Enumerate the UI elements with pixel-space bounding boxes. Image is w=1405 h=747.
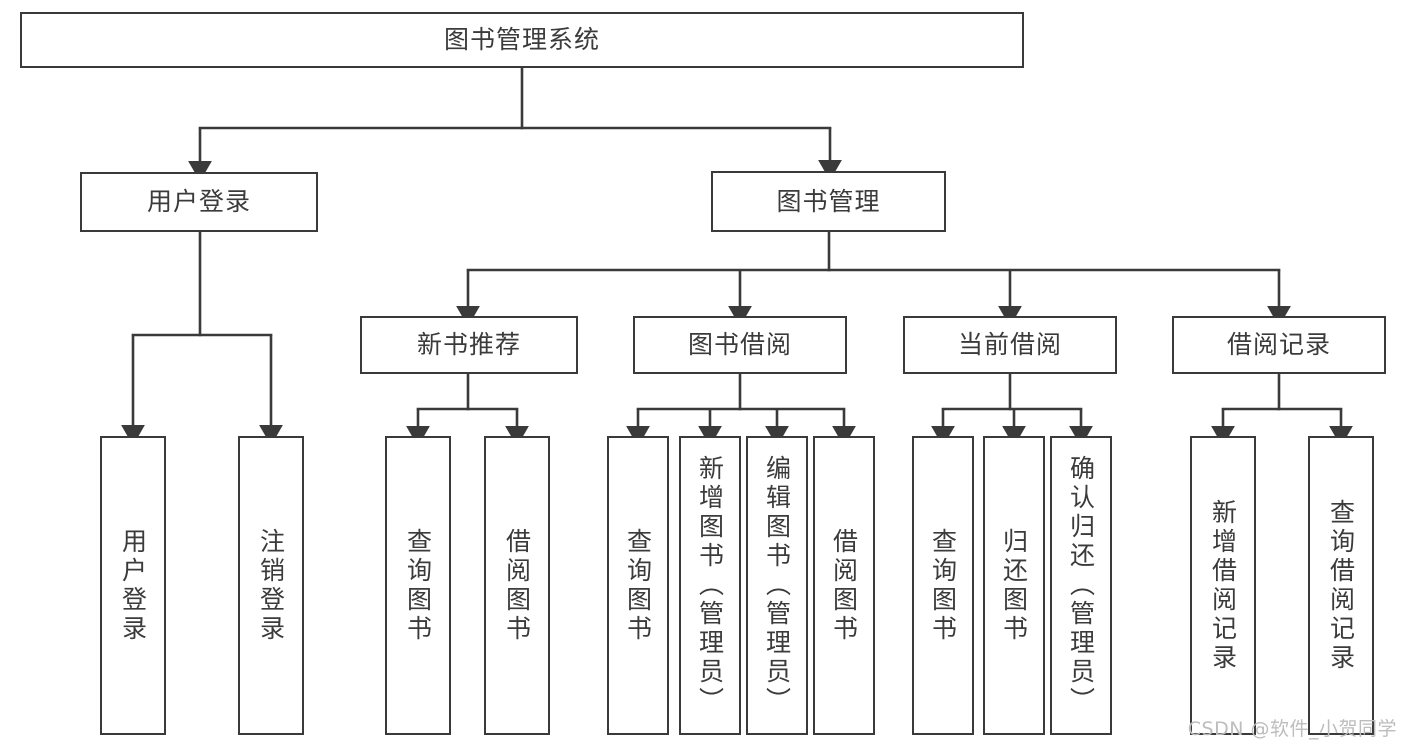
node-leaf-borrow-book-2-label: 借阅图书 (829, 527, 859, 644)
watermark: CSDN @软件_小贺同学 (1187, 718, 1397, 740)
node-borrow-record[interactable]: 借阅记录 (1172, 316, 1386, 374)
node-leaf-add-record[interactable]: 新增借阅记录 (1190, 436, 1256, 735)
node-leaf-query-book-1-label: 查询图书 (403, 527, 433, 644)
node-leaf-borrow-book-1-label: 借阅图书 (502, 527, 532, 644)
node-new-book-recommend-label: 新书推荐 (416, 330, 521, 360)
node-leaf-confirm-return-label: 确认归还（管理员） (1066, 455, 1096, 716)
node-borrow-record-label: 借阅记录 (1226, 330, 1331, 360)
node-book-manage[interactable]: 图书管理 (711, 171, 946, 232)
node-leaf-confirm-return[interactable]: 确认归还（管理员） (1050, 436, 1112, 735)
node-current-borrow[interactable]: 当前借阅 (903, 316, 1117, 374)
node-leaf-add-book-label: 新增图书（管理员） (695, 455, 725, 716)
node-leaf-query-book-2-label: 查询图书 (623, 527, 653, 644)
node-user-login-label: 用户登录 (146, 187, 251, 217)
node-leaf-user-login[interactable]: 用户登录 (100, 436, 166, 735)
node-book-manage-label: 图书管理 (776, 186, 881, 216)
node-leaf-add-book[interactable]: 新增图书（管理员） (679, 436, 741, 735)
node-root[interactable]: 图书管理系统 (20, 12, 1024, 68)
node-leaf-query-book-3-label: 查询图书 (928, 527, 958, 644)
node-root-label: 图书管理系统 (443, 25, 600, 55)
node-leaf-logout-label: 注销登录 (256, 527, 286, 644)
node-user-login[interactable]: 用户登录 (80, 172, 318, 232)
node-leaf-logout[interactable]: 注销登录 (238, 436, 304, 735)
node-leaf-user-login-label: 用户登录 (118, 527, 148, 644)
node-current-borrow-label: 当前借阅 (957, 330, 1062, 360)
node-leaf-borrow-book-1[interactable]: 借阅图书 (484, 436, 550, 735)
node-leaf-query-record[interactable]: 查询借阅记录 (1308, 436, 1374, 735)
node-leaf-edit-book[interactable]: 编辑图书（管理员） (746, 436, 808, 735)
node-leaf-query-book-3[interactable]: 查询图书 (912, 436, 974, 735)
node-leaf-query-record-label: 查询借阅记录 (1326, 498, 1356, 673)
node-leaf-return-book-label: 归还图书 (999, 527, 1029, 644)
node-book-borrow[interactable]: 图书借阅 (633, 316, 847, 374)
node-leaf-borrow-book-2[interactable]: 借阅图书 (813, 436, 875, 735)
node-book-borrow-label: 图书借阅 (687, 330, 792, 360)
node-leaf-edit-book-label: 编辑图书（管理员） (762, 455, 792, 716)
node-leaf-query-book-2[interactable]: 查询图书 (607, 436, 669, 735)
node-new-book-recommend[interactable]: 新书推荐 (360, 316, 578, 374)
node-leaf-return-book[interactable]: 归还图书 (983, 436, 1045, 735)
node-leaf-query-book-1[interactable]: 查询图书 (385, 436, 451, 735)
node-leaf-add-record-label: 新增借阅记录 (1208, 498, 1238, 673)
